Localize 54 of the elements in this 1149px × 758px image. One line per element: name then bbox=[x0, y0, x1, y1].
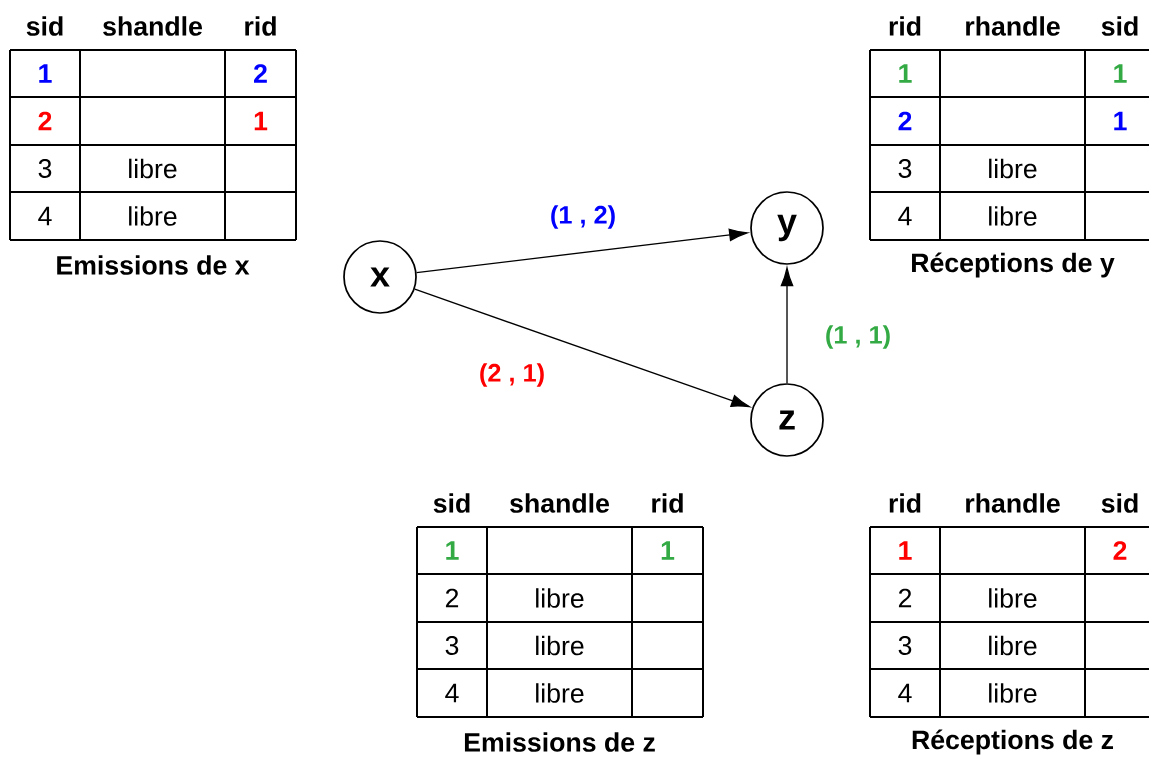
arrow bbox=[414, 288, 750, 408]
table-cell: 1 bbox=[661, 541, 675, 560]
table-caption: Réceptions de y bbox=[912, 252, 1115, 278]
table-cell: 1 bbox=[446, 541, 459, 560]
table-cell: libre bbox=[989, 158, 1037, 179]
table-cell: libre bbox=[989, 206, 1037, 226]
table-cell: libre bbox=[536, 683, 584, 703]
table-cell: 1 bbox=[1114, 111, 1127, 131]
column-header: sid bbox=[1101, 16, 1138, 36]
table-cell: libre bbox=[989, 683, 1037, 703]
table-cell: 3 bbox=[898, 636, 912, 655]
column-header: rid bbox=[652, 493, 683, 513]
table-cell: libre bbox=[129, 158, 177, 179]
arrow bbox=[415, 228, 748, 274]
table-cell: 1 bbox=[254, 111, 268, 131]
table-cell: 4 bbox=[38, 206, 52, 226]
table-cell: 4 bbox=[445, 683, 459, 703]
column-header: rhandle bbox=[966, 16, 1060, 36]
edge-label: (1 , 2) bbox=[548, 203, 618, 231]
table-cell: 2 bbox=[38, 111, 52, 131]
table-cell: libre bbox=[536, 588, 584, 608]
column-header: rid bbox=[245, 16, 276, 36]
table-cell: libre bbox=[989, 635, 1037, 656]
table-cell: 3 bbox=[898, 159, 912, 178]
table-cell: libre bbox=[989, 588, 1037, 608]
table-cell: 1 bbox=[899, 541, 912, 560]
table-cell: 2 bbox=[445, 588, 459, 608]
arrow bbox=[780, 267, 794, 384]
table-cell: 2 bbox=[898, 588, 912, 608]
edge-label: (2 , 1) bbox=[477, 361, 547, 389]
table-cell: libre bbox=[536, 635, 584, 656]
column-header: rhandle bbox=[966, 493, 1060, 513]
column-header: shandle bbox=[103, 16, 202, 36]
table-caption: Réceptions de z bbox=[912, 729, 1113, 755]
table-cell: libre bbox=[129, 206, 177, 226]
table-cell: 4 bbox=[898, 206, 912, 226]
table-cell: 2 bbox=[1113, 541, 1127, 560]
table-cell: 2 bbox=[254, 64, 267, 83]
column-header: rid bbox=[889, 493, 921, 513]
column-header: sid bbox=[433, 493, 470, 513]
table-cell: 4 bbox=[898, 683, 912, 703]
table-caption: Emissions de x bbox=[57, 255, 250, 275]
column-header: sid bbox=[26, 16, 63, 36]
table-cell: 3 bbox=[38, 159, 52, 178]
column-header: rid bbox=[889, 16, 921, 36]
table-caption: Emissions de z bbox=[464, 732, 655, 752]
table-cell: 2 bbox=[898, 111, 912, 131]
table-cell: 1 bbox=[1114, 64, 1127, 83]
edge-label: (1 , 1) bbox=[823, 323, 893, 351]
column-header: sid bbox=[1101, 493, 1138, 513]
table-cell: 1 bbox=[899, 64, 912, 83]
table-cell: 3 bbox=[445, 636, 459, 655]
table-cell: 1 bbox=[39, 64, 52, 83]
column-header: shandle bbox=[510, 493, 609, 513]
